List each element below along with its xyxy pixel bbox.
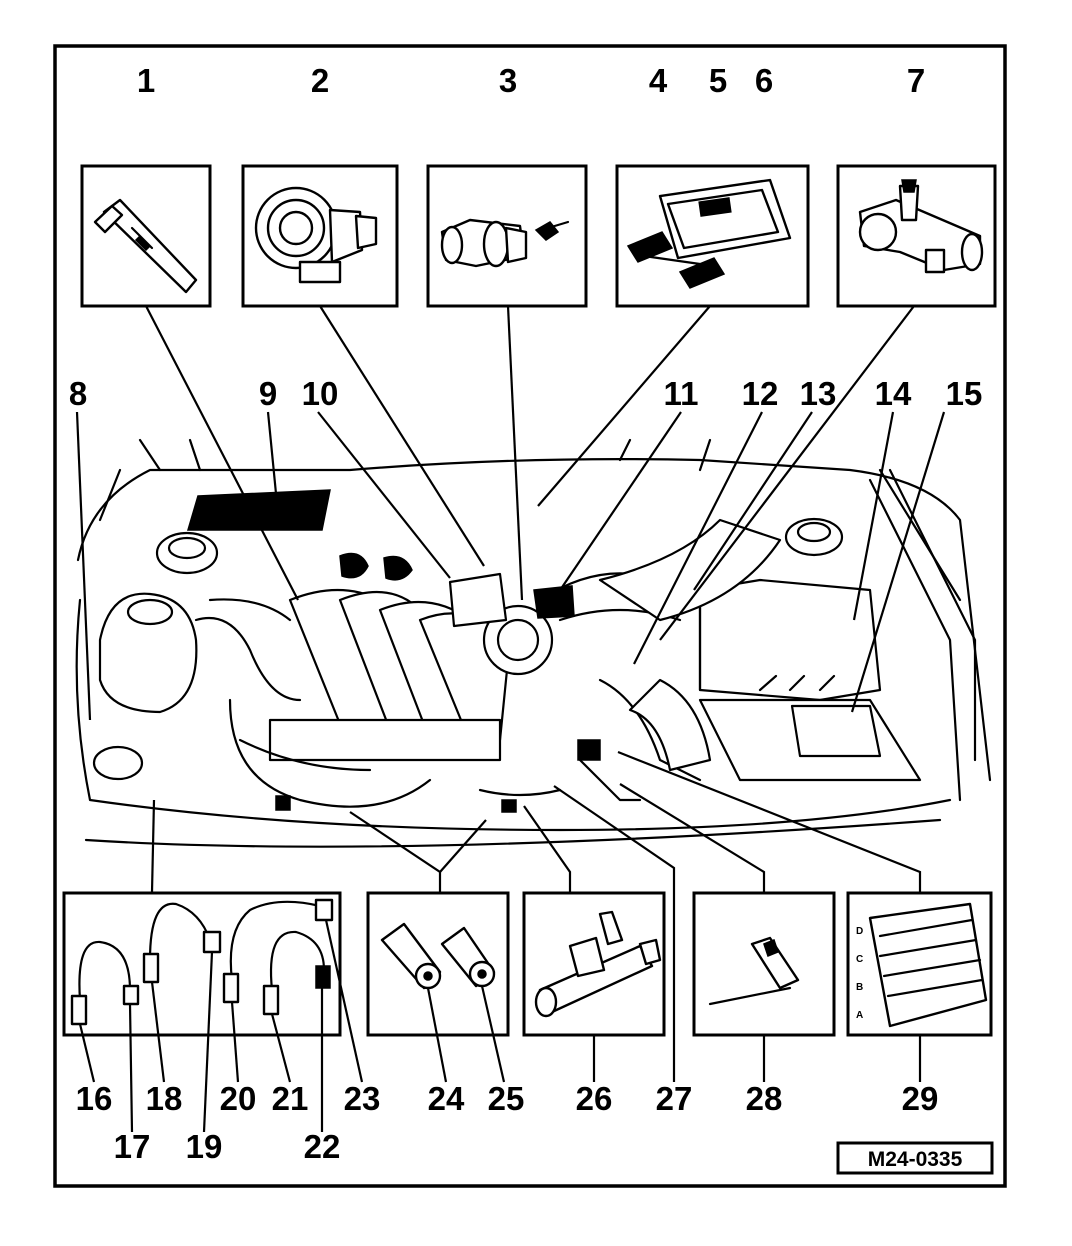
callout-28: 28: [746, 1080, 783, 1117]
reference-code: M24-0335: [868, 1148, 963, 1171]
inset-box-1: [80, 164, 212, 308]
reference-code-box: M24-0335: [836, 1141, 994, 1175]
engine-bay-illustration: [75, 438, 992, 848]
inset-box-24-25: [366, 891, 510, 1037]
callout-3: 3: [499, 62, 517, 99]
callout-10: 10: [302, 375, 339, 412]
connector-pin-label: B: [856, 982, 863, 993]
connector-pin-label: D: [856, 926, 863, 937]
callout-21: 21: [272, 1080, 309, 1117]
inset-box-3: [426, 164, 588, 308]
callout-2: 2: [311, 62, 329, 99]
callout-13: 13: [800, 375, 837, 412]
inset-box-16-23: [62, 891, 342, 1037]
callout-29: 29: [902, 1080, 939, 1117]
callout-20: 20: [220, 1080, 257, 1117]
callout-23: 23: [344, 1080, 381, 1117]
callout-12: 12: [742, 375, 779, 412]
callout-6: 6: [755, 62, 773, 99]
callout-18: 18: [146, 1080, 183, 1117]
callout-17: 17: [114, 1128, 151, 1165]
callout-1: 1: [137, 62, 155, 99]
connector-pin-label: C: [856, 954, 863, 965]
inset-box-28: [692, 891, 836, 1037]
leader-lines: [75, 305, 946, 1082]
inset-box-2: [241, 164, 399, 308]
callout-16: 16: [76, 1080, 113, 1117]
callout-15: 15: [946, 375, 983, 412]
inset-box-26: [522, 891, 666, 1037]
callout-27: 27: [656, 1080, 693, 1117]
callout-7: 7: [907, 62, 925, 99]
callout-24: 24: [428, 1080, 465, 1117]
callout-4: 4: [649, 62, 668, 99]
bottom-leader-lines: [78, 919, 922, 1133]
connector-pin-label: A: [856, 1010, 863, 1021]
callout-numbers: 1 2 3 4 5 6 7 8 9 10 11 12 13 14 15 16 1…: [69, 62, 983, 1165]
callout-26: 26: [576, 1080, 613, 1117]
inset-box-29: D C B A: [846, 891, 993, 1037]
callout-14: 14: [875, 375, 912, 412]
callout-9: 9: [259, 375, 277, 412]
callout-25: 25: [488, 1080, 525, 1117]
callout-5: 5: [709, 62, 727, 99]
inset-box-7: [836, 164, 997, 308]
callout-11: 11: [664, 375, 699, 412]
inset-box-4-5-6: [615, 164, 810, 308]
callout-19: 19: [186, 1128, 223, 1165]
callout-8: 8: [69, 375, 87, 412]
callout-22: 22: [304, 1128, 341, 1165]
